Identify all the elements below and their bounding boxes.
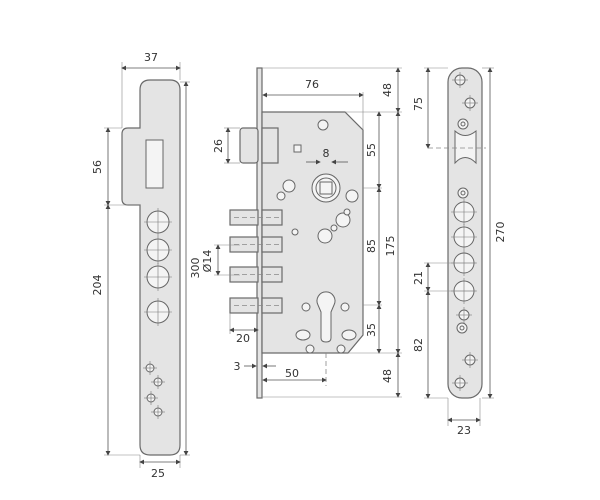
- mounting-hole: [282, 179, 296, 193]
- lock-body: 76 48 55 85 175 35 48 26 8 Ø14 20 3 50: [201, 67, 402, 399]
- deadbolts: [229, 209, 283, 314]
- dim-latch-26: 26: [212, 139, 225, 153]
- dim-width-37: 37: [144, 51, 158, 64]
- bolt-holes: [144, 208, 172, 326]
- dim-backset-50: 50: [285, 367, 299, 380]
- dim-bottom-48: 48: [381, 369, 394, 383]
- mounting-hole: [335, 212, 351, 228]
- latch-slot: [145, 139, 164, 189]
- dim-tab-56: 56: [91, 160, 104, 174]
- dim-75: 75: [412, 97, 425, 111]
- dim-length-270: 270: [494, 222, 507, 243]
- mounting-hole: [343, 208, 351, 216]
- dim-top-48: 48: [381, 83, 394, 97]
- mounting-hole: [276, 191, 286, 201]
- latch-opening: [454, 129, 477, 165]
- dim-85: 85: [365, 239, 378, 253]
- dim-35: 35: [365, 323, 378, 337]
- latch-inner: [261, 127, 279, 164]
- dim-82: 82: [412, 338, 425, 352]
- dim-faceplate-3: 3: [234, 360, 241, 373]
- dim-throw-20: 20: [236, 332, 250, 345]
- faceplate: [256, 67, 263, 399]
- cylinder-cutout: [316, 291, 336, 343]
- dim-lower-204: 204: [91, 275, 104, 296]
- dim-bolt-dia: Ø14: [201, 250, 214, 273]
- dim-plate-width-25: 25: [151, 467, 165, 480]
- dim-55: 55: [365, 143, 378, 157]
- dim-width-23: 23: [457, 424, 471, 437]
- screw-holes: [143, 361, 165, 419]
- mounting-hole: [291, 228, 299, 236]
- mounting-hole: [345, 189, 359, 203]
- dim-height-300: 300: [189, 258, 202, 279]
- latch: [239, 127, 259, 164]
- spindle-square: [319, 181, 333, 195]
- left-strike-plate: 37 300 56 204 25: [91, 51, 202, 480]
- right-faceplate: 270 75 21 82 23: [412, 67, 507, 437]
- dim-depth-76: 76: [305, 78, 319, 91]
- dim-spindle-8: 8: [323, 147, 330, 160]
- dim-175: 175: [384, 236, 397, 257]
- mounting-hole: [330, 224, 338, 232]
- mounting-hole: [317, 228, 333, 244]
- dim-21: 21: [412, 271, 425, 285]
